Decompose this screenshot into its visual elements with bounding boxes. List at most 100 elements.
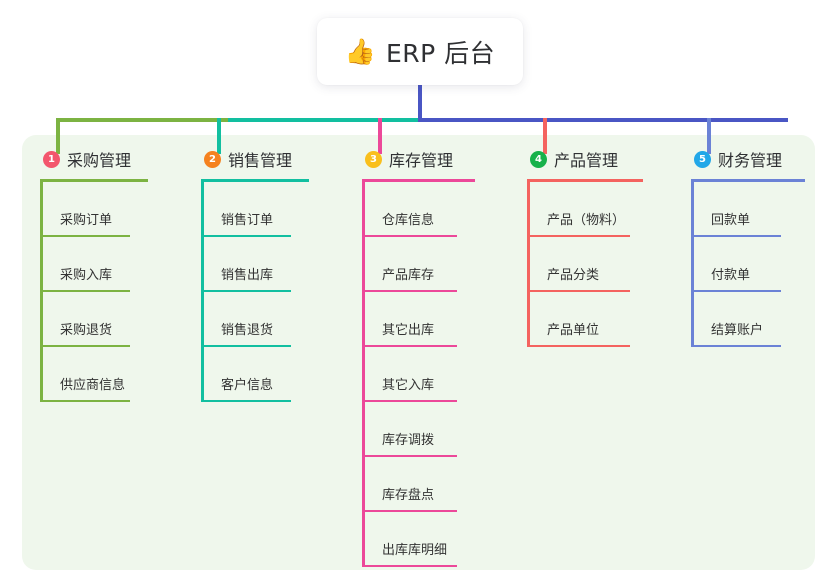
list-item[interactable]: 产品（物料）	[527, 182, 643, 237]
list-item[interactable]: 采购退货	[40, 292, 148, 347]
list-item-label: 销售出库	[221, 268, 274, 283]
column-header-rule	[691, 179, 805, 182]
list-item-rule	[362, 455, 457, 457]
list-item-rule	[201, 345, 291, 347]
list-item-rule	[362, 400, 457, 402]
column-title: 财务管理	[718, 151, 783, 170]
bus-segment-teal	[228, 118, 418, 122]
drop-line-4	[543, 118, 547, 154]
list-item-rule	[40, 400, 130, 402]
list-item-label: 采购订单	[60, 213, 113, 228]
list-item-label: 库存盘点	[382, 488, 435, 503]
list-item-label: 出库库明细	[382, 543, 448, 558]
list-item[interactable]: 销售出库	[201, 237, 309, 292]
list-item[interactable]: 供应商信息	[40, 347, 148, 402]
list-item[interactable]: 仓库信息	[362, 182, 475, 237]
list-item-label: 其它出库	[382, 323, 435, 338]
column-badge-3: 3	[365, 150, 382, 168]
list-item[interactable]: 回款单	[691, 182, 805, 237]
column-spine	[40, 182, 43, 402]
list-item[interactable]: 库存盘点	[362, 457, 475, 512]
list-item-rule	[527, 345, 630, 347]
root-node-title: ERP 后台	[385, 38, 496, 68]
column-spine	[201, 182, 204, 402]
list-item-rule	[362, 290, 457, 292]
column-header-1[interactable]: 1 采购管理	[40, 148, 148, 170]
list-item-rule	[40, 290, 130, 292]
column-采购管理: 1 采购管理采购订单采购入库采购退货供应商信息	[40, 148, 148, 402]
list-item[interactable]: 其它出库	[362, 292, 475, 347]
column-items: 销售订单销售出库销售退货客户信息	[201, 182, 309, 402]
column-header-rule	[362, 179, 475, 182]
list-item[interactable]: 销售退货	[201, 292, 309, 347]
list-item-label: 结算账户	[711, 323, 764, 338]
column-badge-4: 4	[530, 150, 547, 168]
list-item-rule	[40, 345, 130, 347]
column-header-4[interactable]: 4 产品管理	[527, 148, 643, 170]
list-item-label: 客户信息	[221, 378, 274, 393]
column-header-rule	[201, 179, 309, 182]
list-item-rule	[362, 510, 457, 512]
column-items: 仓库信息产品库存其它出库其它入库库存调拨库存盘点出库库明细	[362, 182, 475, 567]
list-item-label: 其它入库	[382, 378, 435, 393]
list-item[interactable]: 销售订单	[201, 182, 309, 237]
list-item-rule	[362, 235, 457, 237]
list-item-rule	[201, 290, 291, 292]
list-item-label: 采购入库	[60, 268, 113, 283]
drop-line-5	[707, 118, 711, 154]
thumbs-up-icon: 👍	[344, 37, 376, 66]
drop-line-3	[378, 118, 382, 154]
bus-segment-green	[56, 118, 228, 122]
list-item[interactable]: 产品单位	[527, 292, 643, 347]
list-item-label: 销售订单	[221, 213, 274, 228]
list-item-label: 供应商信息	[60, 378, 126, 393]
list-item-label: 产品分类	[547, 268, 600, 283]
column-header-rule	[527, 179, 643, 182]
list-item[interactable]: 采购订单	[40, 182, 148, 237]
list-item-rule	[40, 235, 130, 237]
column-title: 采购管理	[67, 151, 132, 170]
list-item[interactable]: 付款单	[691, 237, 805, 292]
list-item[interactable]: 出库库明细	[362, 512, 475, 567]
list-item[interactable]: 产品分类	[527, 237, 643, 292]
diagram-background-panel	[22, 135, 815, 570]
list-item-rule	[362, 345, 457, 347]
column-spine	[527, 182, 530, 347]
list-item-label: 销售退货	[221, 323, 274, 338]
list-item-rule	[201, 400, 291, 402]
list-item[interactable]: 采购入库	[40, 237, 148, 292]
list-item-label: 产品（物料）	[547, 213, 626, 228]
column-items: 回款单付款单结算账户	[691, 182, 805, 347]
column-items: 采购订单采购入库采购退货供应商信息	[40, 182, 148, 402]
list-item[interactable]: 客户信息	[201, 347, 309, 402]
list-item-label: 采购退货	[60, 323, 113, 338]
root-stem-connector	[418, 85, 422, 118]
root-node-erp-backend[interactable]: 👍 ERP 后台	[317, 18, 523, 85]
list-item-label: 产品单位	[547, 323, 600, 338]
column-badge-1: 1	[43, 150, 60, 168]
list-item[interactable]: 产品库存	[362, 237, 475, 292]
list-item-label: 回款单	[711, 213, 751, 228]
list-item[interactable]: 其它入库	[362, 347, 475, 402]
list-item-rule	[691, 345, 781, 347]
column-spine	[362, 182, 365, 567]
list-item-rule	[362, 565, 457, 567]
list-item-rule	[527, 235, 630, 237]
list-item-label: 库存调拨	[382, 433, 435, 448]
column-spine	[691, 182, 694, 347]
list-item-label: 仓库信息	[382, 213, 435, 228]
drop-line-2	[217, 118, 221, 154]
list-item[interactable]: 库存调拨	[362, 402, 475, 457]
list-item[interactable]: 结算账户	[691, 292, 805, 347]
bus-segment-blue	[418, 118, 788, 122]
column-title: 产品管理	[554, 151, 619, 170]
drop-line-1	[56, 118, 60, 154]
column-badge-2: 2	[204, 150, 221, 168]
